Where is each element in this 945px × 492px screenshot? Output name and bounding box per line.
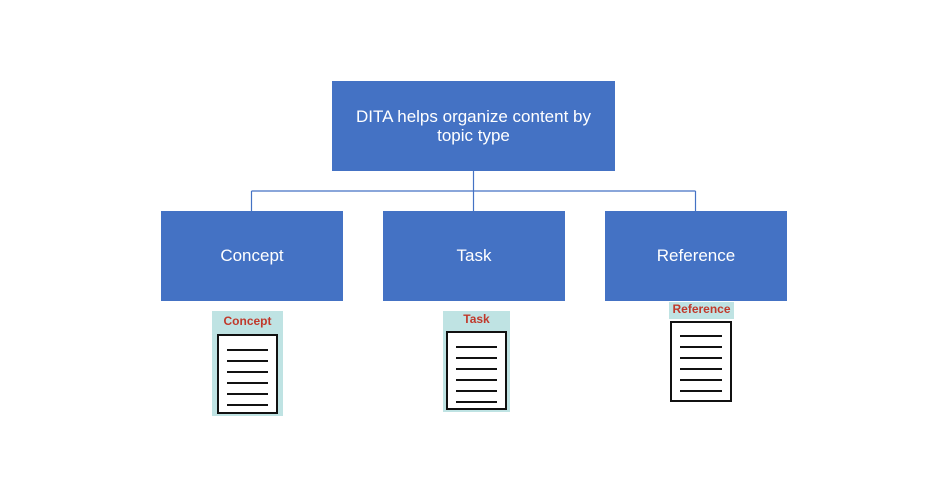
- reference-document-card: Reference: [669, 302, 734, 319]
- document-icon: [446, 331, 507, 410]
- task-node: Task: [383, 211, 565, 301]
- concept-node-label: Concept: [220, 246, 284, 265]
- concept-document-card: Concept: [212, 311, 283, 416]
- reference-document-label: Reference: [672, 302, 731, 316]
- root-node: DITA helps organize content by topic typ…: [332, 81, 615, 171]
- task-document-card: Task: [443, 311, 510, 412]
- task-node-label: Task: [456, 246, 492, 265]
- document-icon: [217, 334, 278, 414]
- task-document-label: Task: [463, 312, 490, 326]
- reference-node: Reference: [605, 211, 787, 301]
- concept-document-label: Concept: [223, 314, 272, 328]
- reference-node-label: Reference: [656, 246, 736, 265]
- root-node-label: DITA helps organize content by topic typ…: [356, 107, 591, 145]
- concept-node: Concept: [161, 211, 343, 301]
- document-icon: [670, 321, 732, 402]
